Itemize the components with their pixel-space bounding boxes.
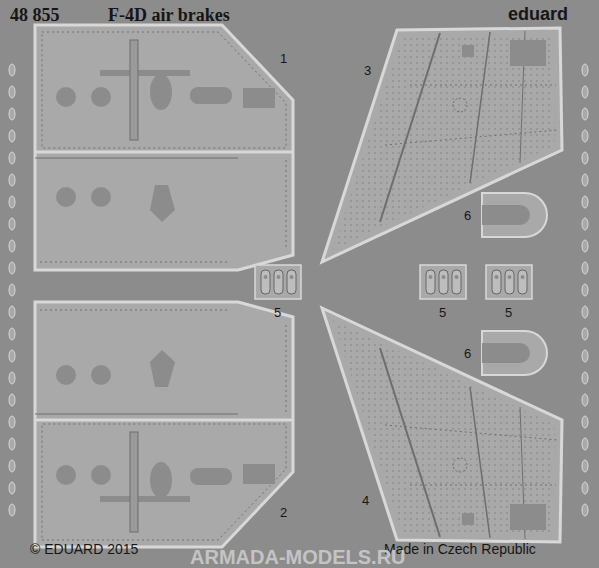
small-parts-tree — [255, 265, 532, 299]
callout-number: 5 — [505, 306, 512, 319]
air-brake-part — [35, 25, 293, 270]
callout-number: 4 — [362, 494, 369, 507]
callout-number: 1 — [280, 52, 287, 65]
part-number: 48 855 — [10, 6, 60, 24]
callout-number: 6 — [464, 347, 471, 360]
callout-number: 6 — [464, 209, 471, 222]
fret-title: F-4D air brakes — [108, 6, 230, 24]
callout-number: 3 — [364, 64, 371, 77]
callout-number: 5 — [274, 306, 281, 319]
copyright-note: © EDUARD 2015 — [30, 542, 138, 556]
callout-number: 2 — [280, 506, 287, 519]
air-brake-part — [322, 28, 562, 262]
sprue-tab — [9, 64, 588, 516]
clip-part — [482, 193, 547, 375]
watermark: ARMADA-MODELS.RU — [190, 547, 406, 567]
callout-number: 5 — [439, 306, 446, 319]
brand-name: eduard — [508, 5, 568, 23]
origin-note: Made in Czech Republic — [384, 542, 536, 556]
